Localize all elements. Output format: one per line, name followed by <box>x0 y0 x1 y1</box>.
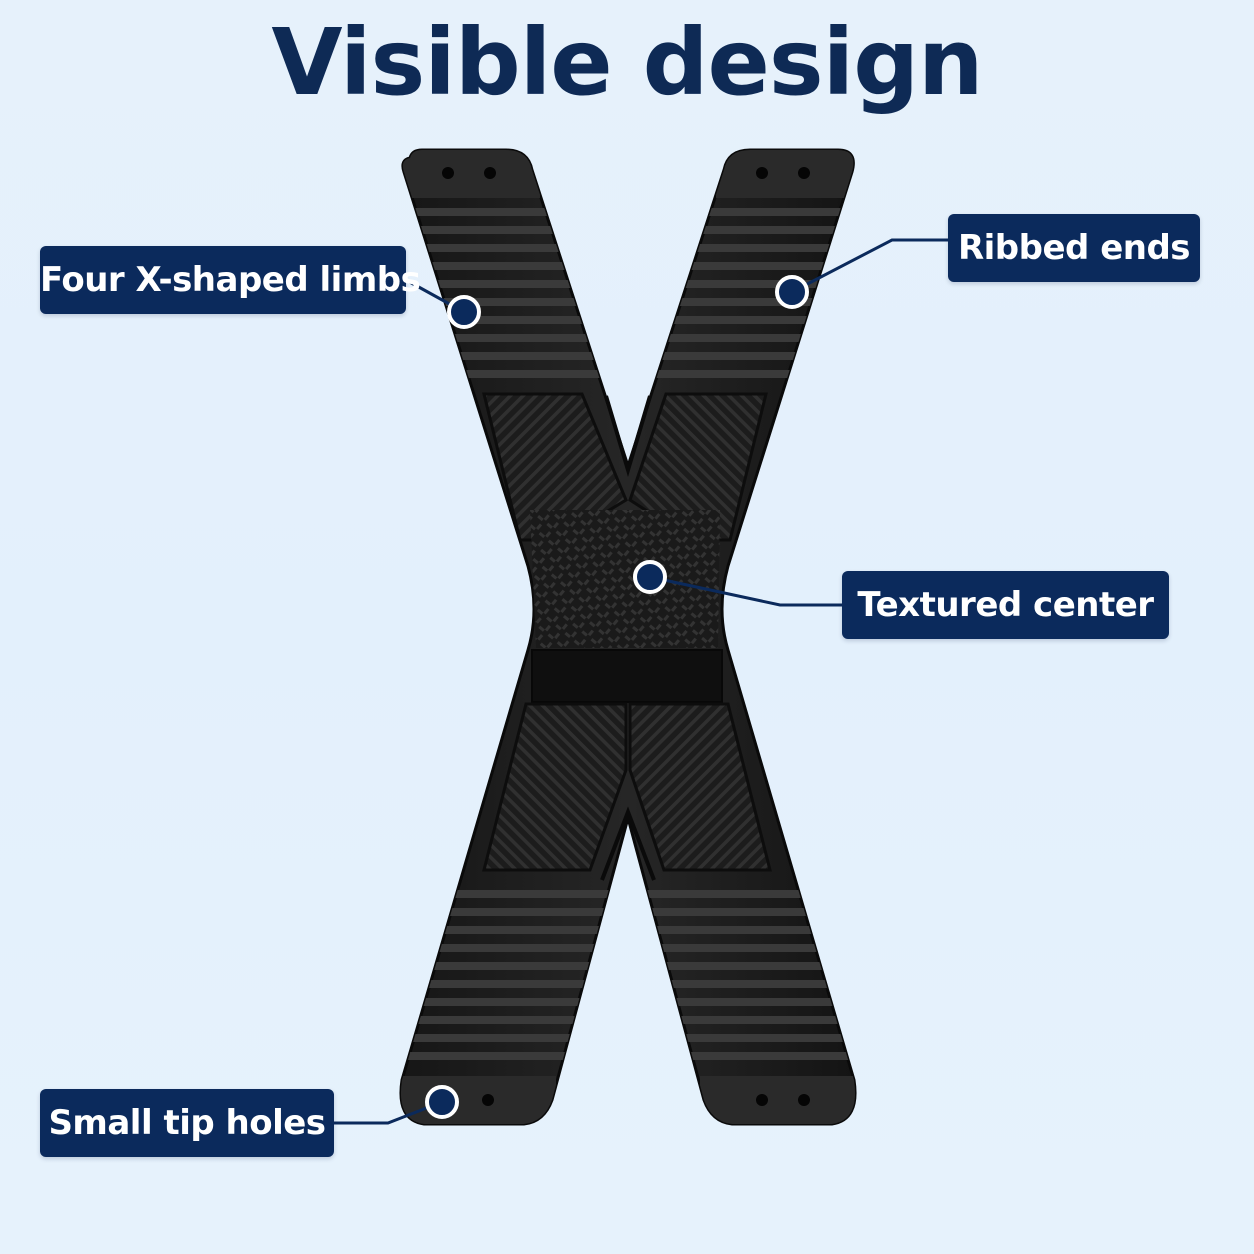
rib-lower <box>400 944 856 952</box>
tip-hole <box>798 167 810 179</box>
texture-panel-lower-right <box>628 702 772 872</box>
center-band <box>531 649 723 703</box>
rib-upper <box>400 352 856 360</box>
tip-hole <box>482 1094 494 1106</box>
callout-dot-limbs <box>447 295 481 329</box>
tip-cap-bottom-left <box>400 1076 556 1124</box>
rib-lower <box>400 1052 856 1060</box>
tip-hole <box>442 167 454 179</box>
callout-dot-ribbed <box>775 275 809 309</box>
rib-lower <box>400 962 856 970</box>
texture-panel-lower-left <box>482 702 628 872</box>
callout-small-tip-holes: Small tip holes <box>40 1089 334 1157</box>
callout-dot-center <box>633 560 667 594</box>
rib-lower <box>400 926 856 934</box>
leader-line-holes <box>334 1100 443 1125</box>
tip-hole <box>798 1094 810 1106</box>
rib-lower <box>400 980 856 988</box>
rib-upper <box>400 244 856 252</box>
rib-lower <box>400 1016 856 1024</box>
rib-lower <box>400 1034 856 1042</box>
rib-upper <box>400 226 856 234</box>
rib-lower <box>400 998 856 1006</box>
leader-dots <box>425 275 809 1119</box>
tip-cap-bottom-right <box>700 1076 856 1124</box>
callout-ribbed-ends: Ribbed ends <box>948 214 1200 282</box>
texture-panel-center <box>530 510 720 648</box>
tip-holes <box>442 167 810 1106</box>
tip-cap-top-left <box>400 150 540 198</box>
callout-textured-center: Textured center <box>842 571 1169 639</box>
tip-hole <box>484 167 496 179</box>
page-title: Visible design <box>271 9 983 116</box>
rib-upper <box>400 208 856 216</box>
rib-upper <box>400 262 856 270</box>
tip-hole <box>756 167 768 179</box>
tip-hole <box>756 1094 768 1106</box>
rib-upper <box>400 370 856 378</box>
lower-notch <box>600 806 656 881</box>
leader-line-ribbed <box>791 238 948 294</box>
upper-notch <box>604 395 652 478</box>
callout-dot-holes <box>425 1085 459 1119</box>
tip-cap-top-right <box>716 150 856 198</box>
leader-line-center <box>649 575 842 607</box>
callout-four-x-shaped-limbs: Four X-shaped limbs <box>40 246 421 314</box>
